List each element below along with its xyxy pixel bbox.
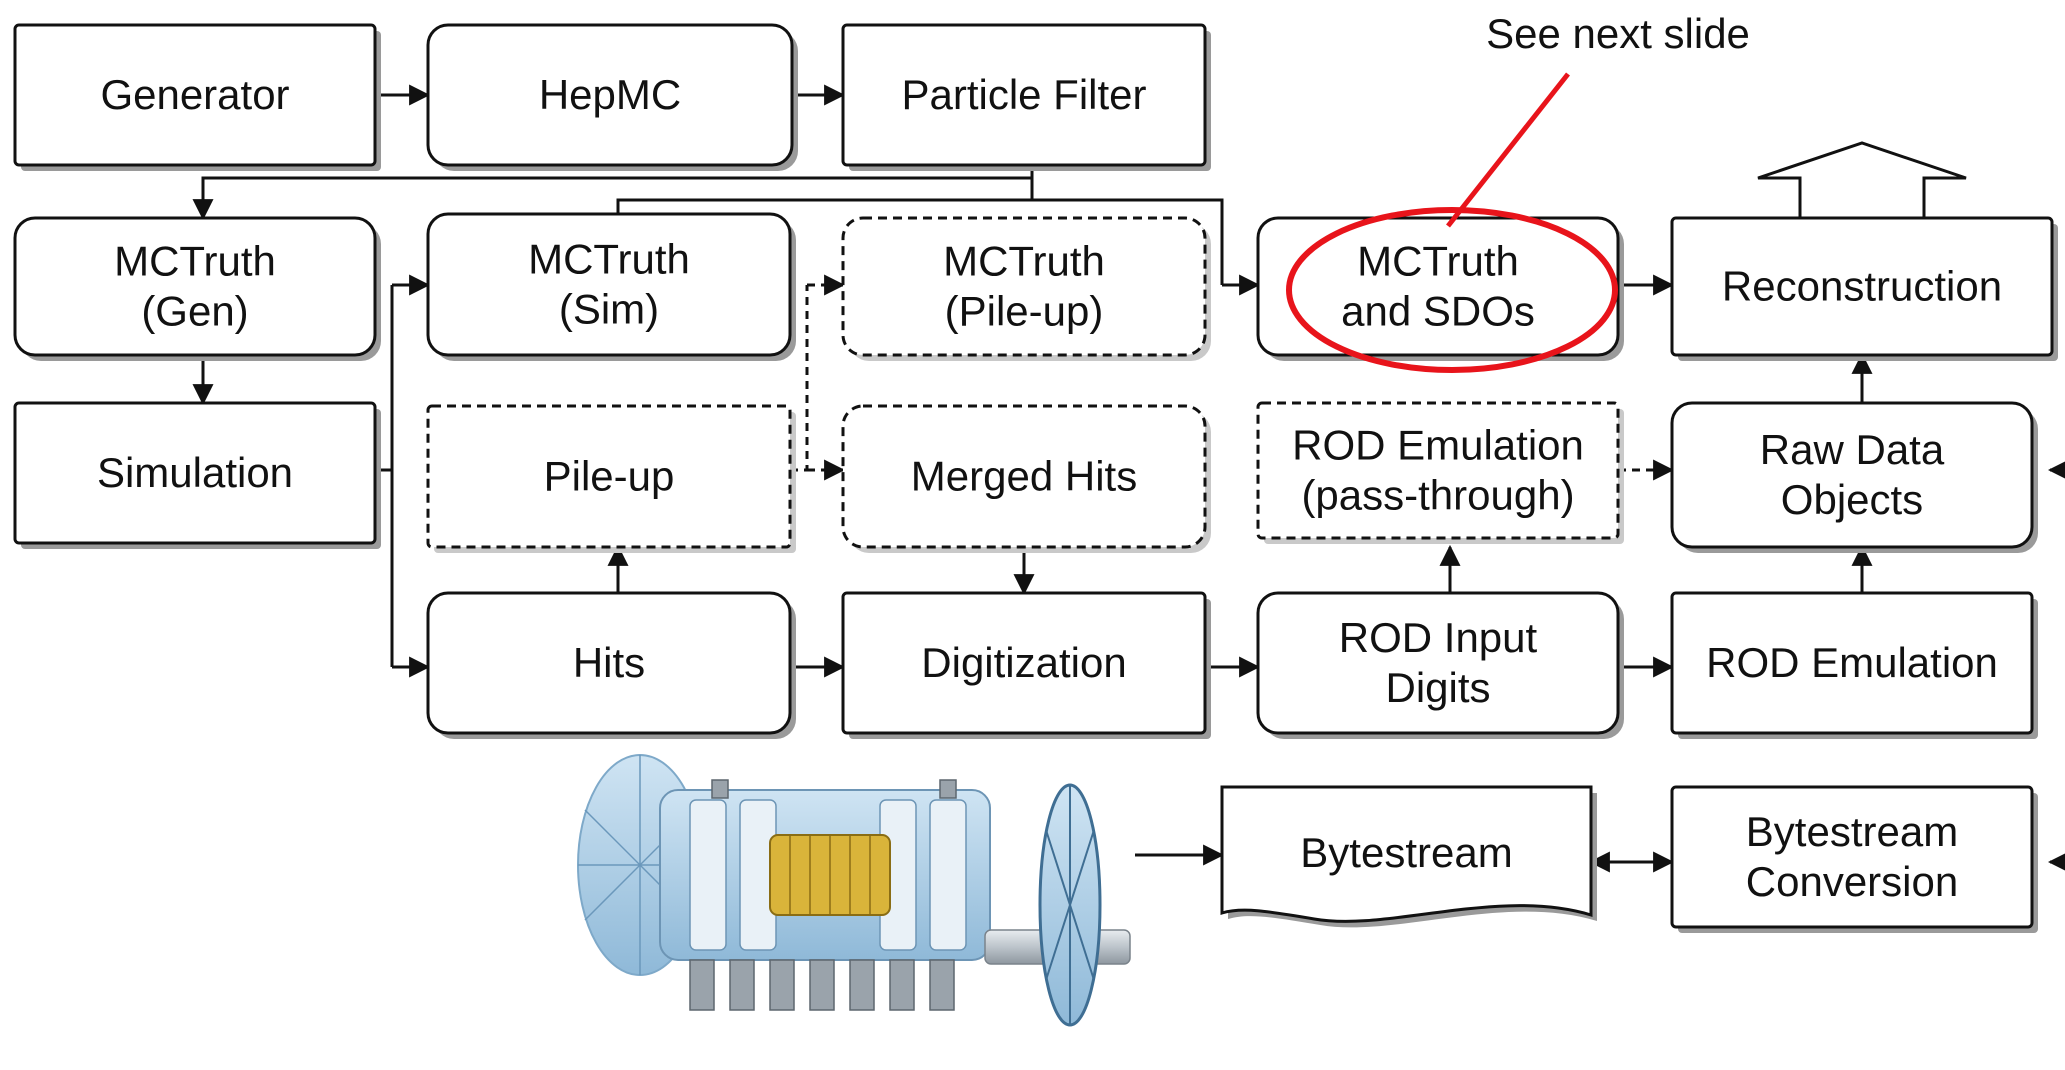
node-label: and SDOs <box>1341 288 1535 335</box>
annotation-text: See next slide <box>1486 10 1750 57</box>
node-pileup: Pile-up <box>426 404 796 553</box>
node-label: ROD Emulation <box>1292 422 1584 469</box>
box-outline <box>13 23 377 167</box>
node-digitization: Digitization <box>841 591 1211 739</box>
node-label: Generator <box>100 71 289 118</box>
box-outline <box>1670 785 2034 929</box>
box-outline <box>1256 401 1620 540</box>
node-reconstruction: Reconstruction <box>1670 216 2058 361</box>
node-label: Merged Hits <box>911 453 1137 500</box>
node-label: Particle Filter <box>901 71 1146 118</box>
node-mctruth-gen: MCTruth(Gen) <box>13 216 381 361</box>
node-hepmc: HepMC <box>426 23 798 171</box>
node-label: MCTruth <box>943 238 1105 285</box>
node-particle-filter: Particle Filter <box>841 23 1211 171</box>
node-label: (Gen) <box>141 288 248 335</box>
connector-filter-to-sim <box>616 178 1034 214</box>
node-label: MCTruth <box>114 238 276 285</box>
connector-filter-bus <box>201 165 1034 190</box>
node-label: Simulation <box>97 449 293 496</box>
node-label: (Pile-up) <box>945 288 1104 335</box>
box-outline <box>426 591 792 735</box>
box-outline <box>1256 216 1620 357</box>
box-outline <box>426 212 792 357</box>
node-generator: Generator <box>13 23 381 171</box>
annotation-pointer-line <box>1446 72 1570 228</box>
connector-filter-to-sdos <box>1032 198 1224 285</box>
box-outline <box>13 216 377 357</box>
node-label: Hits <box>573 639 645 686</box>
box-outline <box>841 404 1207 549</box>
box-outline <box>1670 591 2034 735</box>
node-label: Pile-up <box>544 453 675 500</box>
node-bytestream: Bytestream <box>1220 785 1597 928</box>
box-outline <box>426 404 792 549</box>
node-label: ROD Input <box>1339 614 1538 661</box>
node-mctruth-pileup: MCTruth(Pile-up) <box>841 216 1211 361</box>
node-merged-hits: Merged Hits <box>841 404 1211 553</box>
node-label: ROD Emulation <box>1706 639 1998 686</box>
node-simulation: Simulation <box>13 401 381 549</box>
annotation-callout: See next slide <box>1286 10 1750 373</box>
box-outline <box>841 216 1207 357</box>
box-outline <box>1670 216 2054 357</box>
atlas-detector-icon <box>577 754 1131 1027</box>
node-label: Objects <box>1781 476 1923 523</box>
box-outline <box>841 23 1207 167</box>
node-rod-emulation-pass: ROD Emulation(pass-through) <box>1256 401 1624 544</box>
node-hits: Hits <box>426 591 796 739</box>
node-label: (pass-through) <box>1301 472 1574 519</box>
node-label: Digitization <box>921 639 1126 686</box>
node-label: Raw Data <box>1760 426 1945 473</box>
box-outline <box>841 591 1207 735</box>
arrows <box>192 84 2065 873</box>
annotation-ellipse <box>1286 207 1618 373</box>
box-outline <box>13 401 377 545</box>
node-label: MCTruth <box>1357 238 1519 285</box>
box-outline <box>1256 591 1620 735</box>
node-mctruth-sim: MCTruth(Sim) <box>426 212 796 361</box>
node-label: Digits <box>1385 664 1490 711</box>
box-outline <box>1670 401 2034 549</box>
node-label: Bytestream <box>1300 829 1512 876</box>
node-label: MCTruth <box>528 236 690 283</box>
node-label: Conversion <box>1746 858 1958 905</box>
box-outline <box>426 23 794 167</box>
box-outline <box>1220 785 1593 923</box>
node-label: Reconstruction <box>1722 263 2002 310</box>
node-label: HepMC <box>539 71 681 118</box>
node-label: (Sim) <box>559 286 659 333</box>
output-arrow-icon <box>1757 141 1967 218</box>
node-label: Bytestream <box>1746 808 1958 855</box>
node-rod-emulation: ROD Emulation <box>1670 591 2038 739</box>
